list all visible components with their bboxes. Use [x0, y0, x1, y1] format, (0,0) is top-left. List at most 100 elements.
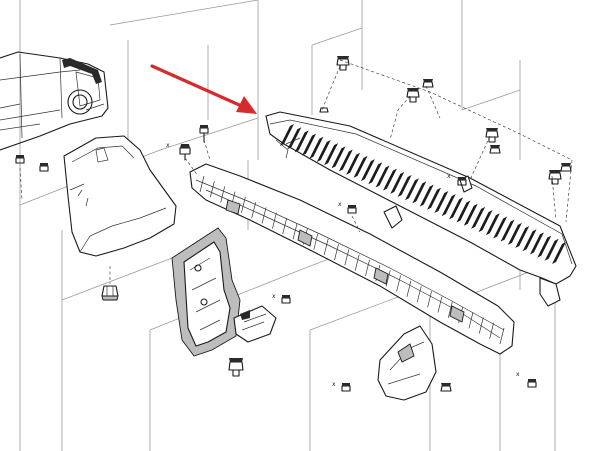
step-slat — [382, 168, 397, 191]
marker-x: x — [272, 293, 276, 300]
marker-x: x — [516, 371, 520, 378]
beam-rib — [365, 259, 370, 276]
screw-clip-icon — [15, 155, 25, 164]
screw-clip-icon — [527, 379, 537, 388]
step-slat — [346, 152, 361, 175]
beam-rib — [344, 249, 350, 266]
beam-rib — [396, 275, 401, 292]
step-slat — [412, 181, 427, 204]
push-clip-icon — [440, 383, 452, 392]
step-slat — [427, 187, 442, 210]
push-clip-icon — [489, 145, 501, 154]
beam-rib — [447, 301, 453, 318]
push-clip-icon — [406, 88, 420, 103]
beam-rib — [437, 296, 443, 313]
beam-rib — [261, 207, 267, 224]
step-slat — [471, 206, 486, 229]
rubber-stop-icon — [101, 285, 119, 301]
screw-clip-icon — [179, 144, 191, 161]
screw-clip-icon — [347, 205, 357, 214]
step-slat — [360, 159, 375, 182]
beam-rib — [282, 217, 288, 235]
step-slat — [434, 190, 449, 213]
step-slat — [419, 184, 434, 207]
beam-rib — [385, 270, 391, 287]
step-slat — [544, 238, 559, 261]
step-slat — [500, 219, 515, 242]
step-slat — [338, 149, 353, 172]
beam-rib — [406, 280, 412, 297]
step-slat — [456, 200, 471, 223]
step-slat — [537, 235, 552, 258]
beam-rib — [354, 254, 360, 271]
step-slat — [309, 136, 324, 159]
push-clip-icon — [560, 163, 572, 172]
bumper-beam-ribs — [199, 175, 505, 345]
marker-x: x — [332, 381, 336, 388]
screw-clip-icon — [341, 383, 351, 392]
beam-rib — [499, 327, 505, 345]
beam-rib — [210, 181, 215, 198]
step-slat — [331, 146, 346, 169]
step-slat — [449, 197, 464, 220]
beam-rib — [241, 196, 246, 214]
step-slat — [316, 139, 331, 162]
push-clip-icon — [485, 128, 499, 143]
step-slat — [463, 203, 478, 226]
fastener-screws: x x x x x x — [15, 125, 537, 392]
step-slat — [302, 133, 317, 156]
step-slat — [507, 222, 522, 245]
step-slat — [485, 213, 500, 236]
step-slat — [324, 143, 339, 166]
beam-rib — [478, 317, 484, 334]
push-clip-icon — [422, 79, 434, 88]
step-slat — [529, 232, 544, 255]
beam-rib — [199, 175, 205, 193]
push-clip-icon — [319, 107, 329, 113]
mounting-bracket — [171, 227, 277, 357]
step-slat — [390, 171, 405, 194]
step-slat — [375, 165, 390, 188]
push-clip-icon — [548, 170, 562, 185]
step-slat — [397, 175, 412, 198]
step-slat — [353, 155, 368, 178]
screw-clip-icon — [39, 163, 49, 172]
push-clip-icon — [336, 56, 350, 71]
beam-rib — [489, 322, 494, 339]
push-clip-icon — [228, 358, 244, 377]
beam-rib — [427, 291, 432, 308]
step-slat — [515, 226, 530, 249]
step-slat — [368, 162, 383, 185]
corner-cover-right — [377, 325, 437, 401]
vehicle-silhouette — [0, 51, 109, 151]
beam-rib — [313, 233, 319, 250]
clip-group-top — [319, 56, 573, 223]
pointer-arrow-icon — [150, 64, 257, 114]
step-slat — [294, 130, 309, 153]
beam-rib — [468, 312, 474, 329]
step-slat — [478, 210, 493, 233]
screw-clip-icon — [199, 125, 209, 143]
beam-rib — [323, 238, 329, 255]
step-plate — [265, 111, 577, 307]
step-slat — [493, 216, 508, 239]
step-slat — [404, 178, 419, 201]
step-slat — [287, 127, 302, 150]
marker-x: x — [166, 142, 170, 149]
marker-x: x — [447, 173, 451, 180]
beam-rib — [272, 212, 277, 229]
beam-rib — [292, 223, 298, 240]
beam-rib — [251, 202, 257, 219]
step-slat — [441, 194, 456, 217]
step-slat — [522, 229, 537, 252]
corner-cover-left — [63, 135, 177, 257]
step-plate-slats — [280, 124, 566, 264]
screw-clip-icon — [281, 295, 291, 304]
beam-rib — [220, 186, 226, 203]
beam-rib — [416, 285, 422, 303]
screw-clip-icon — [457, 177, 467, 186]
step-slat — [552, 242, 566, 264]
step-slat — [280, 124, 294, 146]
beam-rib — [334, 244, 339, 261]
